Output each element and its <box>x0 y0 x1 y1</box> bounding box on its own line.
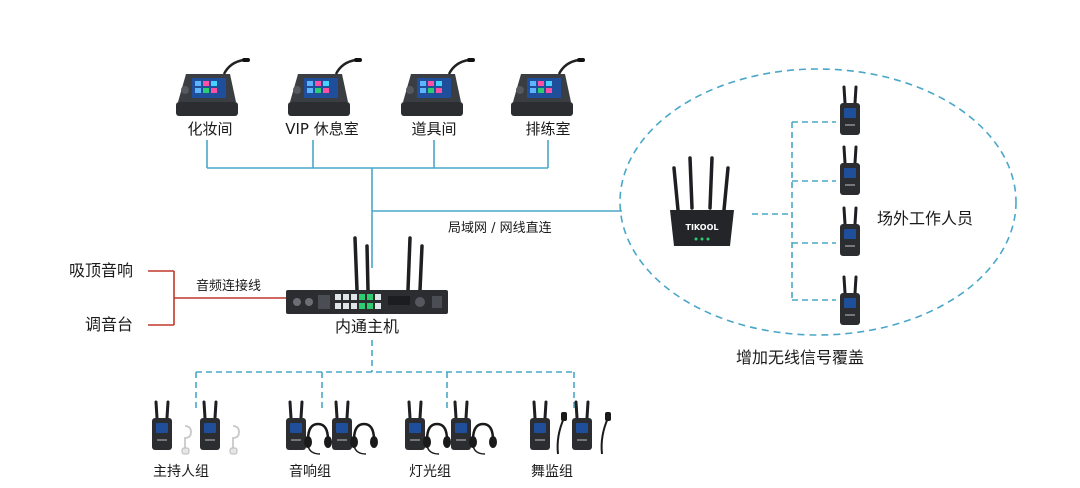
group-stage-management: 舞监组 <box>528 400 612 480</box>
panel-station-vip-lounge: VIP 休息室 <box>285 56 364 138</box>
audio-source-ceiling-speaker: 吸顶音响 <box>69 261 133 280</box>
network-label: 局域网 / 网线直连 <box>448 220 552 236</box>
panel-label: 化妆间 <box>187 120 232 138</box>
panel-station-prop-room: 道具间 <box>399 56 477 138</box>
group-label: 灯光组 <box>409 464 451 480</box>
wireless-link-lines <box>752 121 836 301</box>
audio-link-label: 音频连接线 <box>196 278 261 294</box>
panel-label: 排练室 <box>525 120 570 138</box>
audio-connection-lines <box>148 270 286 326</box>
router-brand: TIKOOL <box>686 223 719 232</box>
panel-station-rehearsal-room: 排练室 <box>509 56 587 138</box>
panel-network-lines <box>206 140 622 268</box>
panel-station-makeup-room: 化妆间 <box>174 56 252 138</box>
offsite-staff-label: 场外工作人员 <box>877 209 973 228</box>
wireless-router: TIKOOL <box>670 156 734 246</box>
group-label: 音响组 <box>289 463 331 480</box>
panel-label: 道具间 <box>411 120 456 138</box>
group-lighting: 灯光组 <box>403 400 499 480</box>
host-label: 内通主机 <box>335 317 399 336</box>
panel-label: VIP 休息室 <box>285 120 359 138</box>
group-sound: 音响组 <box>284 400 380 480</box>
group-label: 舞监组 <box>531 464 573 480</box>
coverage-label: 增加无线信号覆盖 <box>736 348 864 367</box>
audio-source-mixer: 调音台 <box>85 315 133 334</box>
group-label: 主持人组 <box>153 464 209 480</box>
intercom-host-device <box>286 236 448 314</box>
group-hosts: 主持人组 <box>150 400 240 480</box>
offsite-staff-beltpacks <box>838 85 862 327</box>
coverage-zone-outline <box>619 68 1017 336</box>
group-network-lines <box>195 340 575 408</box>
